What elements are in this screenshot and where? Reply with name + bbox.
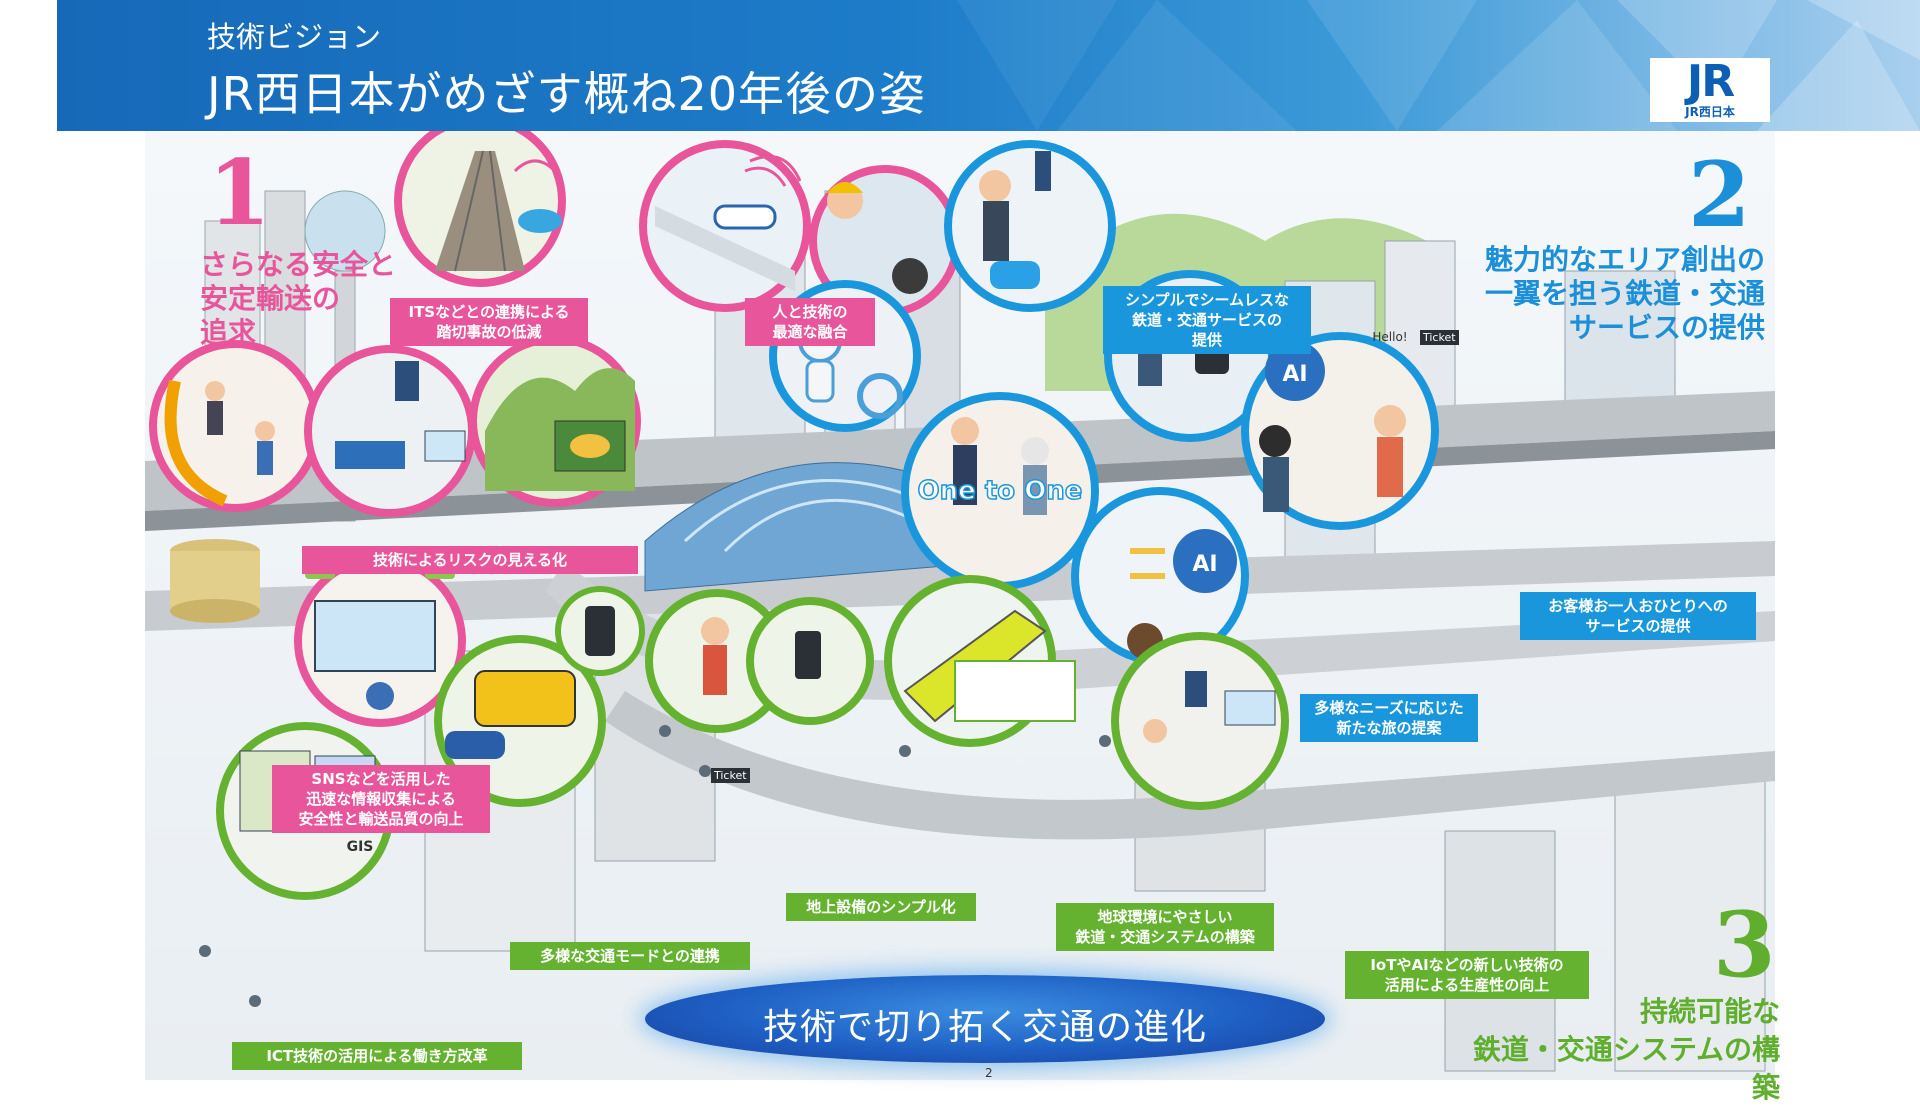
city-illustration: One to One AI AI Hello! <box>145 131 1775 1080</box>
theme-1-number: 1 <box>208 140 271 246</box>
label-modes-line-1: 多様な交通モードとの連携 <box>540 947 720 965</box>
simple-ground-circle-2 <box>746 597 874 725</box>
label-iot-line-1: IoTやAIなどの新しい技術の <box>1370 956 1564 974</box>
theme-3-number: 3 <box>1713 892 1776 998</box>
one-to-one-circle: One to One <box>901 392 1099 590</box>
label-ict: ICT技術の活用による働き方改革 <box>232 1042 522 1070</box>
hello-text: Hello! <box>1372 330 1407 344</box>
label-eco-line-1: 地球環境にやさしい <box>1097 908 1233 926</box>
label-iot-line-2: 活用による生産性の向上 <box>1384 976 1550 994</box>
label-sns-line-3: 安全性と輸送品質の向上 <box>298 810 464 828</box>
label-seamless-line-1: シンプルでシームレスな <box>1124 291 1290 309</box>
label-individual-line-1: お客様お一人おひとりへの <box>1548 597 1728 615</box>
label-human-tech-line-1: 人と技術の <box>772 303 848 321</box>
center-banner: 技術で切り拓く交通の進化 <box>645 975 1325 1063</box>
theme-1-line-2: 安定輸送の <box>200 282 341 315</box>
label-iot: IoTやAIなどの新しい技術の 活用による生産性の向上 <box>1345 951 1589 999</box>
label-human-tech: 人と技術の 最適な融合 <box>745 298 875 346</box>
simple-ground-circle-1 <box>645 589 789 733</box>
ticket-tag-2: Ticket <box>711 768 750 783</box>
jr-west-logo: JR JR西日本 <box>1650 58 1770 122</box>
ai-guide-circle: AI Hello! <box>1241 330 1439 530</box>
theme-1-line-1: さらなる安全と <box>200 248 397 281</box>
ai-text-1: AI <box>1282 362 1307 387</box>
theme-3-line-1: 持続可能な <box>1639 995 1780 1028</box>
label-risk-line-1: 技術によるリスクの見える化 <box>372 551 568 569</box>
theme-3-line-2: 鉄道・交通システムの構築 <box>1472 1033 1780 1104</box>
logo-subtext: JR西日本 <box>1685 105 1735 119</box>
theme-1-line-3: 追求 <box>200 316 257 349</box>
gis-text: GIS <box>347 839 374 855</box>
label-sns-line-1: SNSなどを活用した <box>311 770 451 788</box>
label-its: ITSなどとの連携による 踏切事故の低減 <box>390 298 588 346</box>
theme-2-title: 魅力的なエリア創出の 一翼を担う鉄道・交通 サービスの提供 <box>1470 243 1765 345</box>
center-banner-text: 技術で切り拓く交通の進化 <box>762 1007 1207 1048</box>
sns-monitor-circle <box>294 555 466 727</box>
label-seamless-line-3: 提供 <box>1191 331 1222 349</box>
its-crossing-circle <box>394 131 566 287</box>
label-sns: SNSなどを活用した 迅速な情報収集による 安全性と輸送品質の向上 <box>272 765 490 833</box>
label-human-tech-line-2: 最適な融合 <box>772 323 848 341</box>
label-sns-line-2: 迅速な情報収集による <box>306 790 456 808</box>
label-seamless-line-2: 鉄道・交通サービスの <box>1131 311 1282 329</box>
label-eco: 地球環境にやさしい 鉄道・交通システムの構築 <box>1056 903 1274 951</box>
theme-1-title: さらなる安全と 安定輸送の 追求 <box>200 248 396 350</box>
seamless-gate-circle <box>944 140 1116 312</box>
label-individual: お客様お一人おひとりへの サービスの提供 <box>1520 592 1756 640</box>
label-risk: 技術によるリスクの見える化 <box>302 546 638 574</box>
transport-modes-circle <box>434 635 606 807</box>
logo-mark: JR <box>1686 56 1735 107</box>
one-to-one-text: One to One <box>918 476 1083 506</box>
label-needs-line-1: 多様なニーズに応じた <box>1314 699 1464 717</box>
theme-2-line-1: 魅力的なエリア創出の <box>1484 243 1765 276</box>
label-modes: 多様な交通モードとの連携 <box>510 942 750 970</box>
theme-2-number: 2 <box>1688 142 1751 248</box>
sensor-circle <box>304 345 476 517</box>
ai-text-2: AI <box>1192 552 1217 577</box>
theme-2-line-3: サービスの提供 <box>1568 311 1765 344</box>
mobile-ticket-circle <box>555 586 645 676</box>
label-seamless: シンプルでシームレスな 鉄道・交通サービスの 提供 <box>1103 286 1311 354</box>
label-eco-line-2: 鉄道・交通システムの構築 <box>1075 928 1255 946</box>
page-number: 2 <box>985 1066 993 1080</box>
eco-train-circle <box>884 575 1076 747</box>
label-needs: 多様なニーズに応じた 新たな旅の提案 <box>1300 694 1478 742</box>
label-individual-line-2: サービスの提供 <box>1585 617 1691 635</box>
theme-3-title: 持続可能な 鉄道・交通システムの構築 <box>1450 993 1780 1107</box>
iot-ai-circle <box>1111 632 1289 810</box>
human-tech-circle <box>639 140 811 312</box>
header-pattern <box>957 0 1920 131</box>
header-bar: 技術ビジョン JR西日本がめざす概ね20年後の姿 JR JR西日本 <box>57 0 1920 131</box>
theme-2-line-2: 一翼を担う鉄道・交通 <box>1484 277 1765 310</box>
label-ground-line-1: 地上設備のシンプル化 <box>806 898 956 916</box>
label-ict-line-1: ICT技術の活用による働き方改革 <box>266 1047 488 1065</box>
ticket-tag-1: Ticket <box>1420 330 1459 345</box>
passenger-flow-circle <box>149 340 321 512</box>
label-its-line-1: ITSなどとの連携による <box>408 303 570 321</box>
header-subtitle: 技術ビジョン <box>207 20 382 54</box>
page-title: JR西日本がめざす概ね20年後の姿 <box>207 67 927 121</box>
label-ground: 地上設備のシンプル化 <box>786 893 976 921</box>
drone-terrain-circle <box>469 335 641 507</box>
label-needs-line-2: 新たな旅の提案 <box>1336 719 1442 737</box>
label-its-line-2: 踏切事故の低減 <box>436 323 542 341</box>
